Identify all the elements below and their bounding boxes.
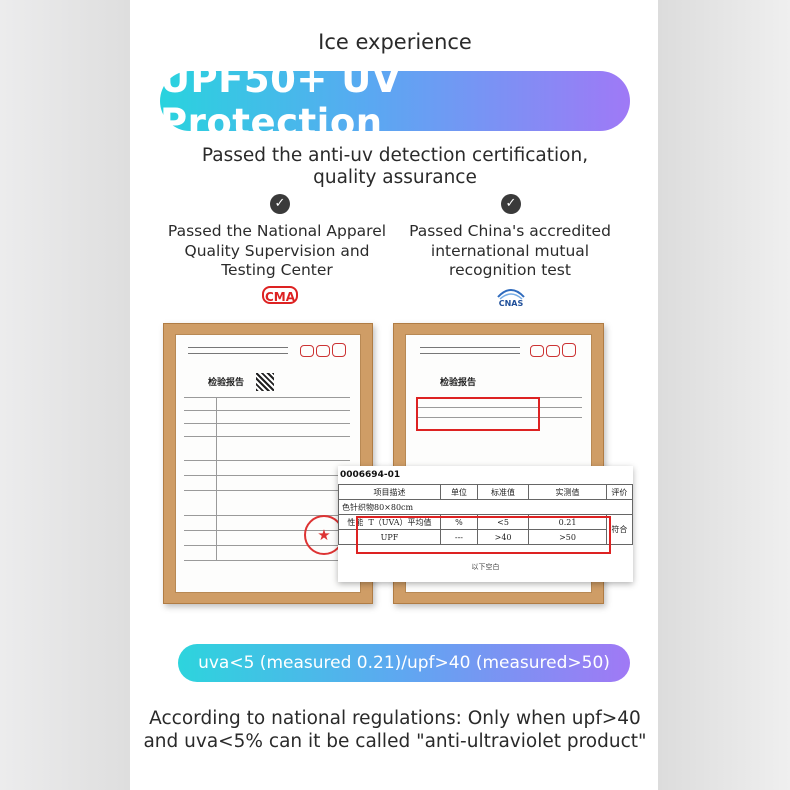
- page-title: UPF50+ UV Protection: [160, 58, 401, 144]
- right-claim-line-1: Passed China's accredited: [409, 222, 611, 240]
- checkmark-icon: ✓: [270, 194, 290, 214]
- header-standard: 标准值: [476, 484, 530, 500]
- background-right: [658, 0, 790, 790]
- cnas-logo-icon: CNAS: [497, 289, 525, 308]
- kicker-text: Ice experience: [318, 30, 472, 54]
- footer-note: According to national regulations: Only …: [0, 707, 790, 753]
- table-header-row: 项目描述 单位 标准值 实测值 评价: [338, 484, 633, 500]
- cnas-logo-text: CNAS: [499, 299, 524, 308]
- table-cell: >40: [476, 529, 530, 545]
- row-item: T（UVA）平均值: [368, 517, 432, 527]
- sample-description: 色针织物80×80cm: [338, 499, 633, 515]
- cma-logo-icon: CMA: [262, 286, 298, 304]
- header-evaluation: 评价: [605, 484, 633, 500]
- table-cell: >50: [528, 529, 607, 545]
- checkmark-icon: ✓: [501, 194, 521, 214]
- qr-code-icon: [256, 373, 274, 391]
- certificate-left: 检验报告 ★: [175, 334, 361, 593]
- left-claim-line-2: Quality Supervision and: [184, 241, 370, 260]
- highlight-box: [356, 516, 611, 554]
- subtitle-line-2: quality assurance: [313, 167, 477, 188]
- table-footer-note: 以下空白: [471, 563, 500, 571]
- certificate-left-heading: 检验报告: [208, 378, 245, 388]
- header-measured: 实测值: [528, 484, 607, 500]
- zoomed-test-table: 0006694-01 项目描述 单位 标准值 实测值 评价 色针织物80×80c…: [338, 466, 633, 582]
- background-left: [0, 0, 130, 790]
- cma-logo-text: CMA: [264, 290, 296, 304]
- right-claim: Passed China's accredited international …: [390, 222, 630, 281]
- title-banner: UPF50+ UV Protection: [160, 58, 630, 144]
- footer-line-2: and uva<5% can it be called "anti-ultrav…: [143, 731, 647, 752]
- test-results-table: 项目描述 单位 标准值 实测值 评价 色针织物80×80cm 性能 T（UVA）…: [338, 484, 633, 545]
- left-claim-line-3: Testing Center: [221, 261, 333, 279]
- table-cell: UPF: [338, 529, 441, 545]
- subtitle-line-1: Passed the anti-uv detection certificati…: [201, 145, 589, 166]
- table-row: 色针织物80×80cm: [338, 499, 633, 515]
- highlight-box: [416, 397, 540, 431]
- result-text: uva<5 (measured 0.21)/upf>40 (measured>5…: [198, 653, 610, 673]
- right-claim-line-2: international mutual: [430, 241, 590, 260]
- header-item: 项目描述: [338, 484, 441, 500]
- left-claim: Passed the National Apparel Quality Supe…: [157, 222, 397, 281]
- header-unit: 单位: [439, 484, 478, 500]
- report-id: 0006694-01: [340, 470, 401, 480]
- result-banner: uva<5 (measured 0.21)/upf>40 (measured>5…: [178, 644, 630, 682]
- certificate-right-heading: 检验报告: [440, 378, 477, 388]
- right-claim-line-3: recognition test: [449, 261, 571, 279]
- row-label: 性能: [347, 517, 364, 527]
- table-row: UPF --- >40 >50: [338, 529, 633, 545]
- footer-line-1: According to national regulations: Only …: [149, 708, 641, 729]
- left-claim-line-1: Passed the National Apparel: [167, 222, 387, 240]
